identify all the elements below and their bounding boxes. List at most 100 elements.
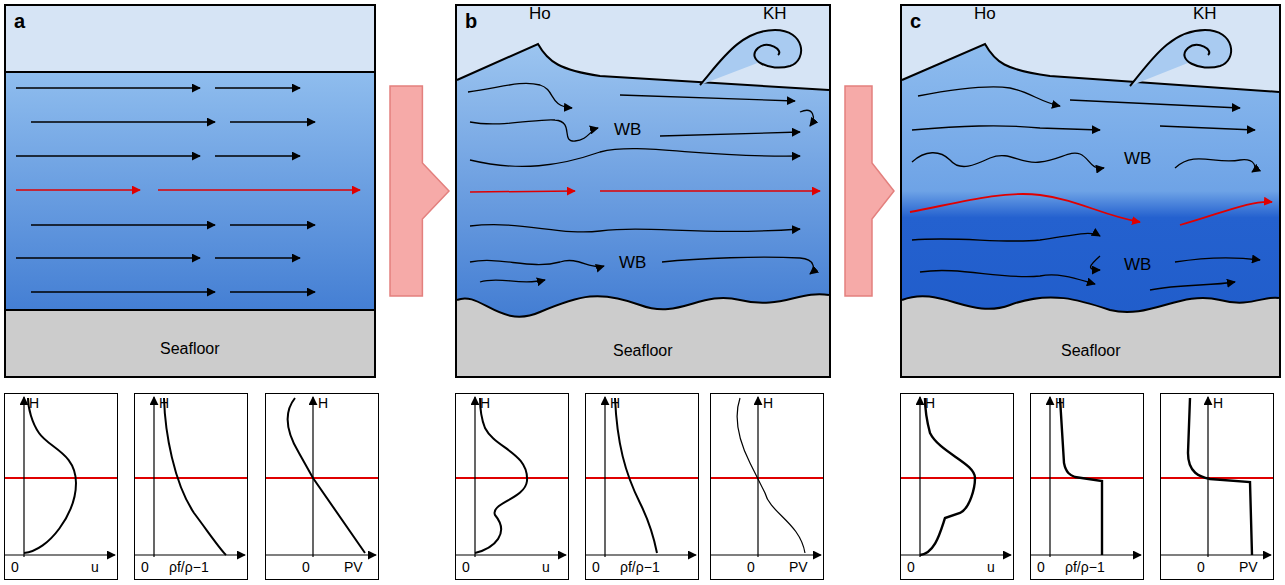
axis [586,554,696,555]
flow-arrow [31,291,215,292]
axis-label: H [763,396,773,411]
reference-line [711,477,823,479]
axis [474,397,475,557]
origin-label: 0 [141,560,149,575]
instability-label: Ho [529,5,551,24]
axis [153,397,154,557]
plot-box: H 0 u [4,393,118,580]
flow-arrow [215,257,300,258]
origin-label: 0 [462,560,470,575]
axis [1161,554,1271,555]
seafloor-region: Seafloor [6,312,374,378]
plot-box: H 0 PV [1160,393,1274,580]
profile-plot [711,397,823,557]
axis-label: H [1213,396,1223,411]
quantity-label: u [91,560,99,575]
axis [604,397,605,557]
axis [1207,397,1208,557]
reference-line [266,477,378,479]
profile-plot [456,397,568,557]
quantity-label: u [987,560,995,575]
plot-box: H0PV [710,393,824,580]
reference-line [135,477,247,479]
axis-label: H [610,396,620,411]
plot-box: H0ρf/ρ−1 [134,393,248,580]
process-arrow [390,86,449,296]
axis [711,554,821,555]
wave-breaking-label: WB [1124,256,1151,275]
origin-label: 0 [592,560,600,575]
quantity-label: ρf/ρ−1 [1065,560,1105,575]
origin-label: 0 [1037,560,1045,575]
seafloor-region: Seafloor [457,316,829,378]
seafloor-label: Seafloor [613,342,673,360]
axis [456,554,566,555]
axis [919,397,920,557]
axis [5,554,115,555]
reference-line [456,477,568,479]
reference-line [901,477,1013,479]
axis [1049,397,1050,557]
flow-arrow [31,224,215,225]
profile-curve [737,398,805,553]
quantity-label: PV [344,560,363,575]
plot-box: H 0 ρf/ρ−1 [1030,393,1144,580]
seafloor-region: Seafloor [902,316,1279,378]
axis-label: H [318,396,328,411]
flow-arrow-red [158,189,360,191]
profile-plot [586,397,698,557]
quantity-label: ρf/ρ−1 [169,560,209,575]
wave-breaking-label: WB [619,254,646,273]
profile-plot [1031,397,1143,557]
panel-letter: c [910,10,921,32]
plot-box: H 0 PV [265,393,379,580]
flow-arrow [230,121,315,122]
flow-arrow-red [16,189,140,191]
profile-curve [1060,398,1102,555]
reference-line [586,477,698,479]
axis [23,397,24,557]
quantity-label: PV [1239,560,1258,575]
flow-arrow [230,291,315,292]
axis-label: H [29,396,39,411]
flow-arrow [215,155,300,156]
profile-curve [475,398,527,553]
wave-breaking-label: WB [614,121,641,140]
profile-curve [288,398,365,553]
axis [266,554,376,555]
profile-plot [901,397,1013,557]
profile-curve [24,398,76,553]
profile-plot [266,397,378,557]
instability-label: KH [763,5,787,24]
origin-label: 0 [302,560,310,575]
process-arrow [845,86,894,296]
flow-arrow [31,121,215,122]
instability-label: Ho [974,5,996,24]
profile-curve [164,398,226,555]
seafloor-label: Seafloor [1061,342,1121,360]
wave-breaking-label: WB [1124,150,1151,169]
panel-box: aSeafloor [4,4,376,378]
quantity-label: PV [789,560,808,575]
origin-label: 0 [1197,560,1205,575]
quantity-label: ρf/ρ−1 [620,560,660,575]
panel-letter: a [14,10,25,32]
plot-box: H 0 ρf/ρ−1 [585,393,699,580]
flow-arrow [215,87,300,88]
axis [1031,554,1141,555]
profile-plot [1161,397,1273,557]
panel-letter: b [465,10,477,32]
axis-label: H [1055,396,1065,411]
instability-label: KH [1193,5,1217,24]
flow-arrow [16,257,200,258]
panel-box: cSeafloor [900,4,1281,378]
profile-plot [135,397,247,557]
origin-label: 0 [11,560,19,575]
plot-box: H0u [900,393,1014,580]
profile-plot [5,397,117,557]
panel-box: bSeafloor [455,4,831,378]
plot-box: H0u [455,393,569,580]
flow-arrow [230,224,315,225]
